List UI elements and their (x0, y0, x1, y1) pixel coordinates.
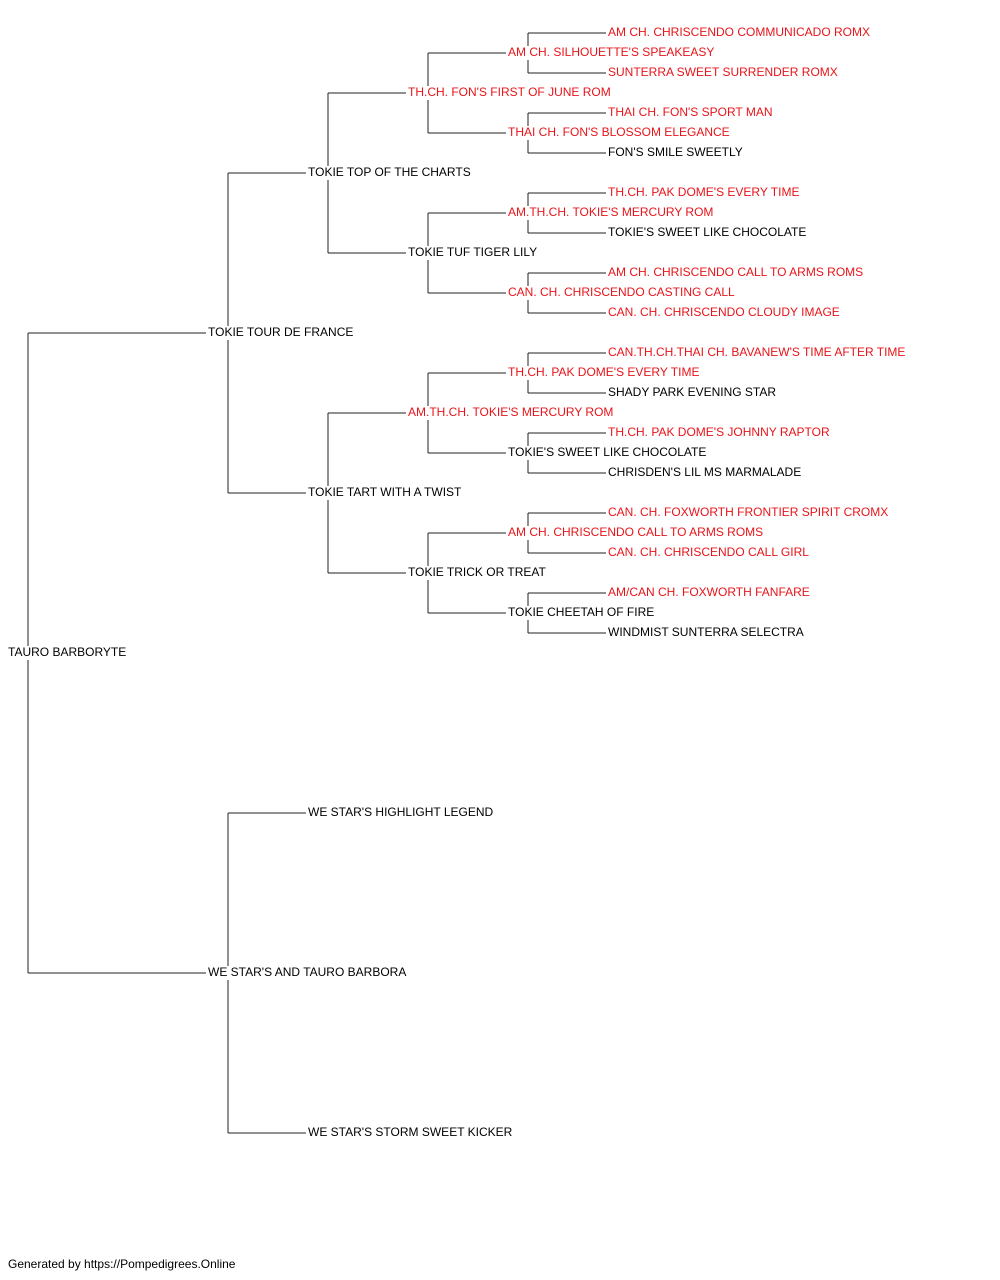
dog-name-sire-dam-dam-dam-dam: WINDMIST SUNTERRA SELECTRA (608, 625, 804, 639)
dog-name-dam-sire: WE STAR'S HIGHLIGHT LEGEND (308, 805, 494, 819)
dog-name-sire-dam-dam-sire-dam: CAN. CH. CHRISCENDO CALL GIRL (608, 545, 809, 559)
dog-name-sire-dam-sire-dam: TOKIE'S SWEET LIKE CHOCOLATE (508, 445, 706, 459)
dog-name-sire-sire-dam: TOKIE TUF TIGER LILY (408, 245, 537, 259)
dog-name-subject: TAURO BARBORYTE (8, 645, 126, 659)
dog-name-sire-dam-sire-sire: TH.CH. PAK DOME'S EVERY TIME (508, 365, 699, 379)
dog-name-sire-dam-dam-sire-sire: CAN. CH. FOXWORTH FRONTIER SPIRIT CROMX (608, 505, 888, 519)
dog-name-sire-sire-dam-sire: AM.TH.CH. TOKIE'S MERCURY ROM (508, 205, 713, 219)
dog-name-sire-dam-sire-sire-dam: SHADY PARK EVENING STAR (608, 385, 776, 399)
dog-name-sire-sire-sire-sire-sire: AM CH. CHRISCENDO COMMUNICADO ROMX (608, 25, 870, 39)
dog-name-sire-sire: TOKIE TOP OF THE CHARTS (308, 165, 471, 179)
dog-name-sire-sire-dam-dam: CAN. CH. CHRISCENDO CASTING CALL (508, 285, 735, 299)
dog-name-dam: WE STAR'S AND TAURO BARBORA (208, 965, 406, 979)
generated-by-footer: Generated by https://Pompedigrees.Online (8, 1257, 236, 1271)
dog-name-sire-sire-dam-dam-dam: CAN. CH. CHRISCENDO CLOUDY IMAGE (608, 305, 840, 319)
dog-name-sire-dam-dam-dam: TOKIE CHEETAH OF FIRE (508, 605, 654, 619)
dog-name-sire-dam-sire-dam-dam: CHRISDEN'S LIL MS MARMALADE (608, 465, 801, 479)
dog-name-sire-sire-dam-sire-dam: TOKIE'S SWEET LIKE CHOCOLATE (608, 225, 806, 239)
dog-name-sire-sire-sire-sire-dam: SUNTERRA SWEET SURRENDER ROMX (608, 65, 838, 79)
dog-name-sire-sire-sire-dam: THAI CH. FON'S BLOSSOM ELEGANCE (508, 125, 730, 139)
dog-name-sire-dam: TOKIE TART WITH A TWIST (308, 485, 462, 499)
dog-name-sire-sire-sire-sire: AM CH. SILHOUETTE'S SPEAKEASY (508, 45, 714, 59)
dog-name-sire: TOKIE TOUR DE FRANCE (208, 325, 353, 339)
dog-name-sire-dam-sire-sire-sire: CAN.TH.CH.THAI CH. BAVANEW'S TIME AFTER … (608, 345, 905, 359)
dog-name-sire-sire-dam-dam-sire: AM CH. CHRISCENDO CALL TO ARMS ROMS (608, 265, 863, 279)
dog-name-sire-sire-sire-dam-sire: THAI CH. FON'S SPORT MAN (608, 105, 773, 119)
dog-name-sire-sire-sire: TH.CH. FON'S FIRST OF JUNE ROM (408, 85, 611, 99)
dog-name-sire-dam-dam: TOKIE TRICK OR TREAT (408, 565, 546, 579)
dog-name-sire-dam-sire-dam-sire: TH.CH. PAK DOME'S JOHNNY RAPTOR (608, 425, 830, 439)
dog-name-dam-dam: WE STAR'S STORM SWEET KICKER (308, 1125, 513, 1139)
dog-name-sire-sire-dam-sire-sire: TH.CH. PAK DOME'S EVERY TIME (608, 185, 799, 199)
dog-name-sire-sire-sire-dam-dam: FON'S SMILE SWEETLY (608, 145, 743, 159)
dog-name-sire-dam-dam-sire: AM CH. CHRISCENDO CALL TO ARMS ROMS (508, 525, 763, 539)
dog-name-sire-dam-sire: AM.TH.CH. TOKIE'S MERCURY ROM (408, 405, 613, 419)
dog-name-sire-dam-dam-dam-sire: AM/CAN CH. FOXWORTH FANFARE (608, 585, 810, 599)
